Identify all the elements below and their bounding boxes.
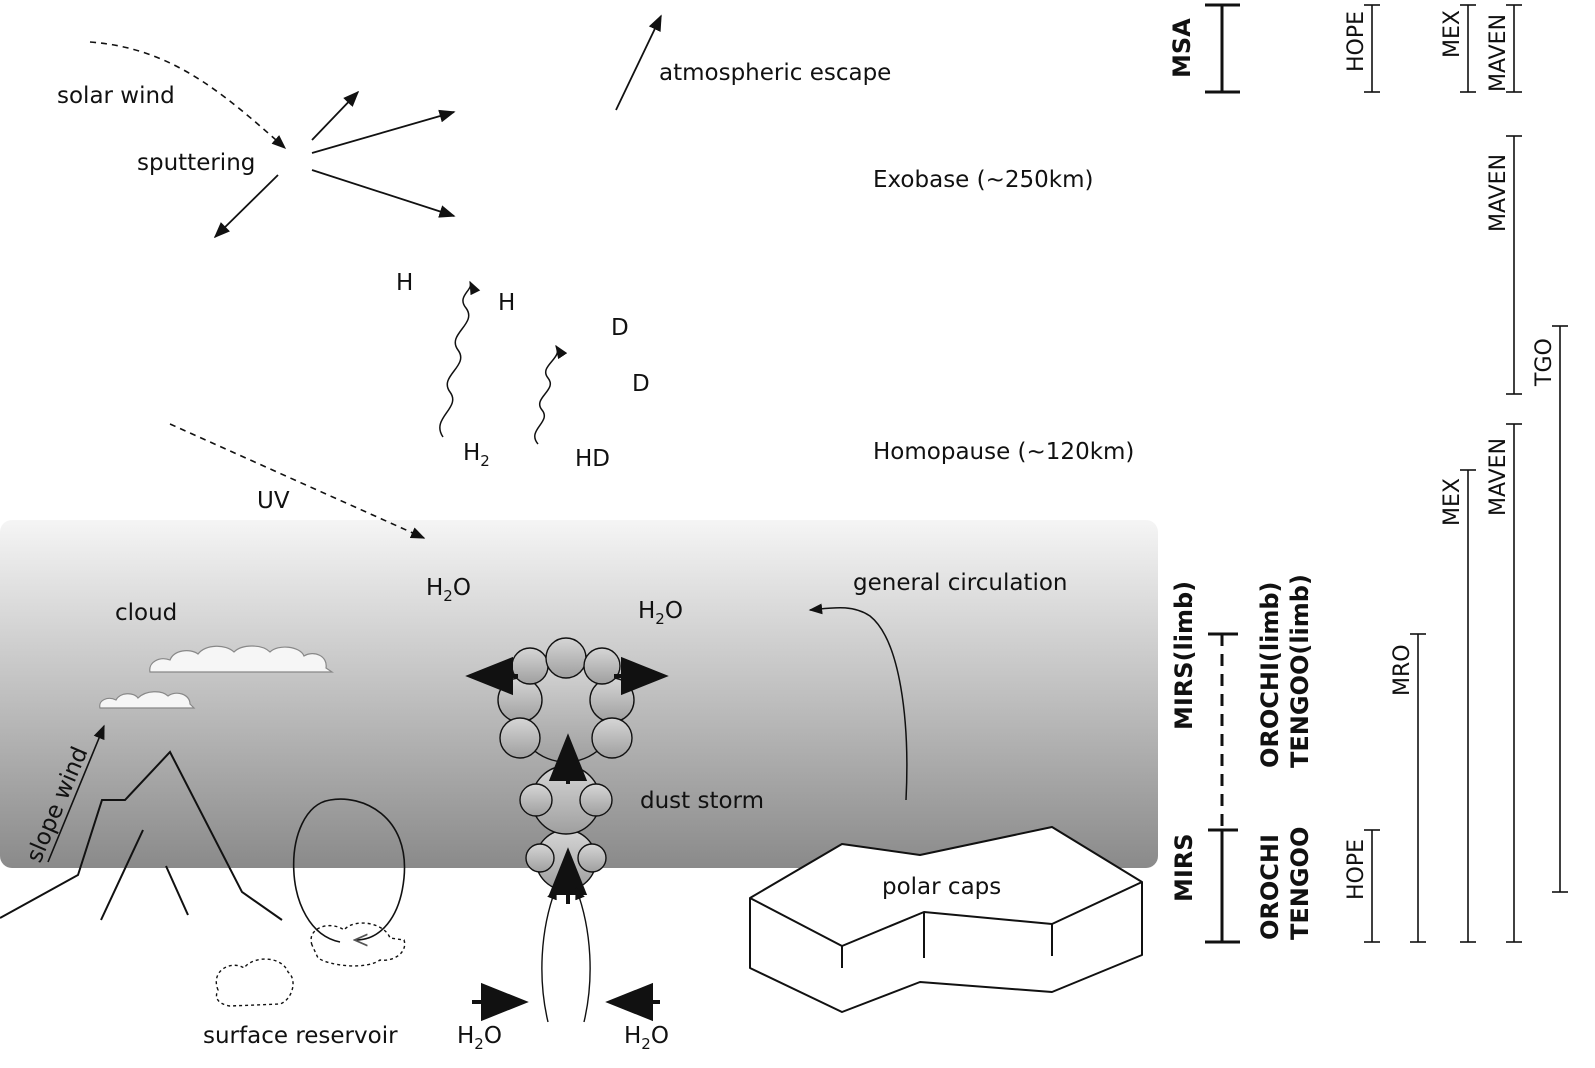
maven-low-label: MAVEN: [1486, 438, 1511, 516]
tgo-label: TGO: [1532, 338, 1557, 387]
dust-storm-arrows: [465, 656, 669, 904]
dust-storm-label: dust storm: [640, 788, 764, 814]
tengoo-limb-label: TENGOO(limb): [1286, 574, 1314, 768]
hope-bottom-range: [1364, 829, 1380, 943]
h-label-2: H: [498, 290, 515, 316]
cloud-large: [149, 645, 334, 673]
sputtering-label: sputtering: [137, 150, 255, 176]
uv-arrow: [169, 423, 426, 539]
h2o-label-upper-right: H2O: [638, 598, 683, 628]
general-circulation-label: general circulation: [853, 570, 1067, 596]
mex-low-label: MEX: [1440, 478, 1465, 526]
mountain-ridge-1: [100, 829, 144, 921]
hd-wavy-arrow: [534, 344, 568, 445]
mirs-label: MIRS: [1170, 833, 1198, 902]
maven-mid-label: MAVEN: [1486, 154, 1511, 232]
mirs-limb-label: MIRS(limb): [1170, 581, 1198, 730]
h-label-1: H: [396, 270, 413, 296]
orochi-label: OROCHI: [1256, 834, 1284, 940]
inflow-left: [541, 886, 557, 1023]
homopause-label: Homopause (~120km): [873, 439, 1134, 465]
surface-reservoir-patch-1: [215, 958, 294, 1007]
d-label-2: D: [632, 371, 650, 397]
maven-top-range: [1506, 4, 1522, 93]
mex-top-range: [1460, 4, 1476, 93]
atmospheric-escape-arrow: [615, 14, 662, 111]
surface-reservoir-patch-2: [310, 922, 406, 967]
hope-top-range: [1364, 4, 1380, 93]
d-label-1: D: [611, 315, 629, 341]
cloud-small: [99, 691, 196, 709]
polar-caps-block: [749, 826, 1143, 1013]
tgo-range: [1552, 325, 1568, 893]
mex-low-range: [1460, 469, 1476, 943]
maven-top-label: MAVEN: [1486, 14, 1511, 92]
sputtering-arrows: [213, 90, 456, 239]
general-circulation-arrow: [808, 603, 908, 801]
msa-range-bar: [1205, 3, 1240, 94]
solar-wind-label: solar wind: [57, 83, 175, 109]
uv-label: UV: [257, 488, 290, 514]
h2o-label-lower-left: H2O: [457, 1023, 502, 1053]
mro-label: MRO: [1390, 644, 1415, 696]
mex-top-label: MEX: [1440, 10, 1465, 58]
atmospheric-escape-label: atmospheric escape: [659, 60, 891, 86]
surface-reservoir-label: surface reservoir: [203, 1023, 398, 1049]
sublimation-loop: [292, 798, 406, 942]
h2-wavy-arrow: [439, 280, 481, 438]
orochi-limb-label: OROCHI(limb): [1256, 582, 1284, 769]
cloud-label: cloud: [115, 600, 177, 626]
h2o-label-upper-left: H2O: [426, 575, 471, 605]
mountain-ridge-2: [165, 865, 189, 916]
maven-mid-range: [1506, 135, 1522, 395]
hd-label: HD: [575, 446, 610, 472]
mro-range: [1410, 633, 1426, 943]
hope-top-label: HOPE: [1344, 11, 1369, 72]
polar-caps-label: polar caps: [882, 874, 1001, 900]
tengoo-label: TENGOO: [1286, 827, 1314, 940]
h2-label: H2: [463, 440, 490, 470]
mountain: [0, 750, 283, 921]
hope-bottom-label: HOPE: [1344, 839, 1369, 900]
msa-label: MSA: [1168, 18, 1196, 78]
inflow-right: [575, 886, 591, 1023]
maven-low-range: [1506, 423, 1522, 943]
exobase-label: Exobase (~250km): [873, 167, 1094, 193]
slope-wind-arrow: [47, 724, 105, 863]
h2o-label-lower-right: H2O: [624, 1023, 669, 1053]
mirs-range-bar: [1205, 632, 1240, 944]
